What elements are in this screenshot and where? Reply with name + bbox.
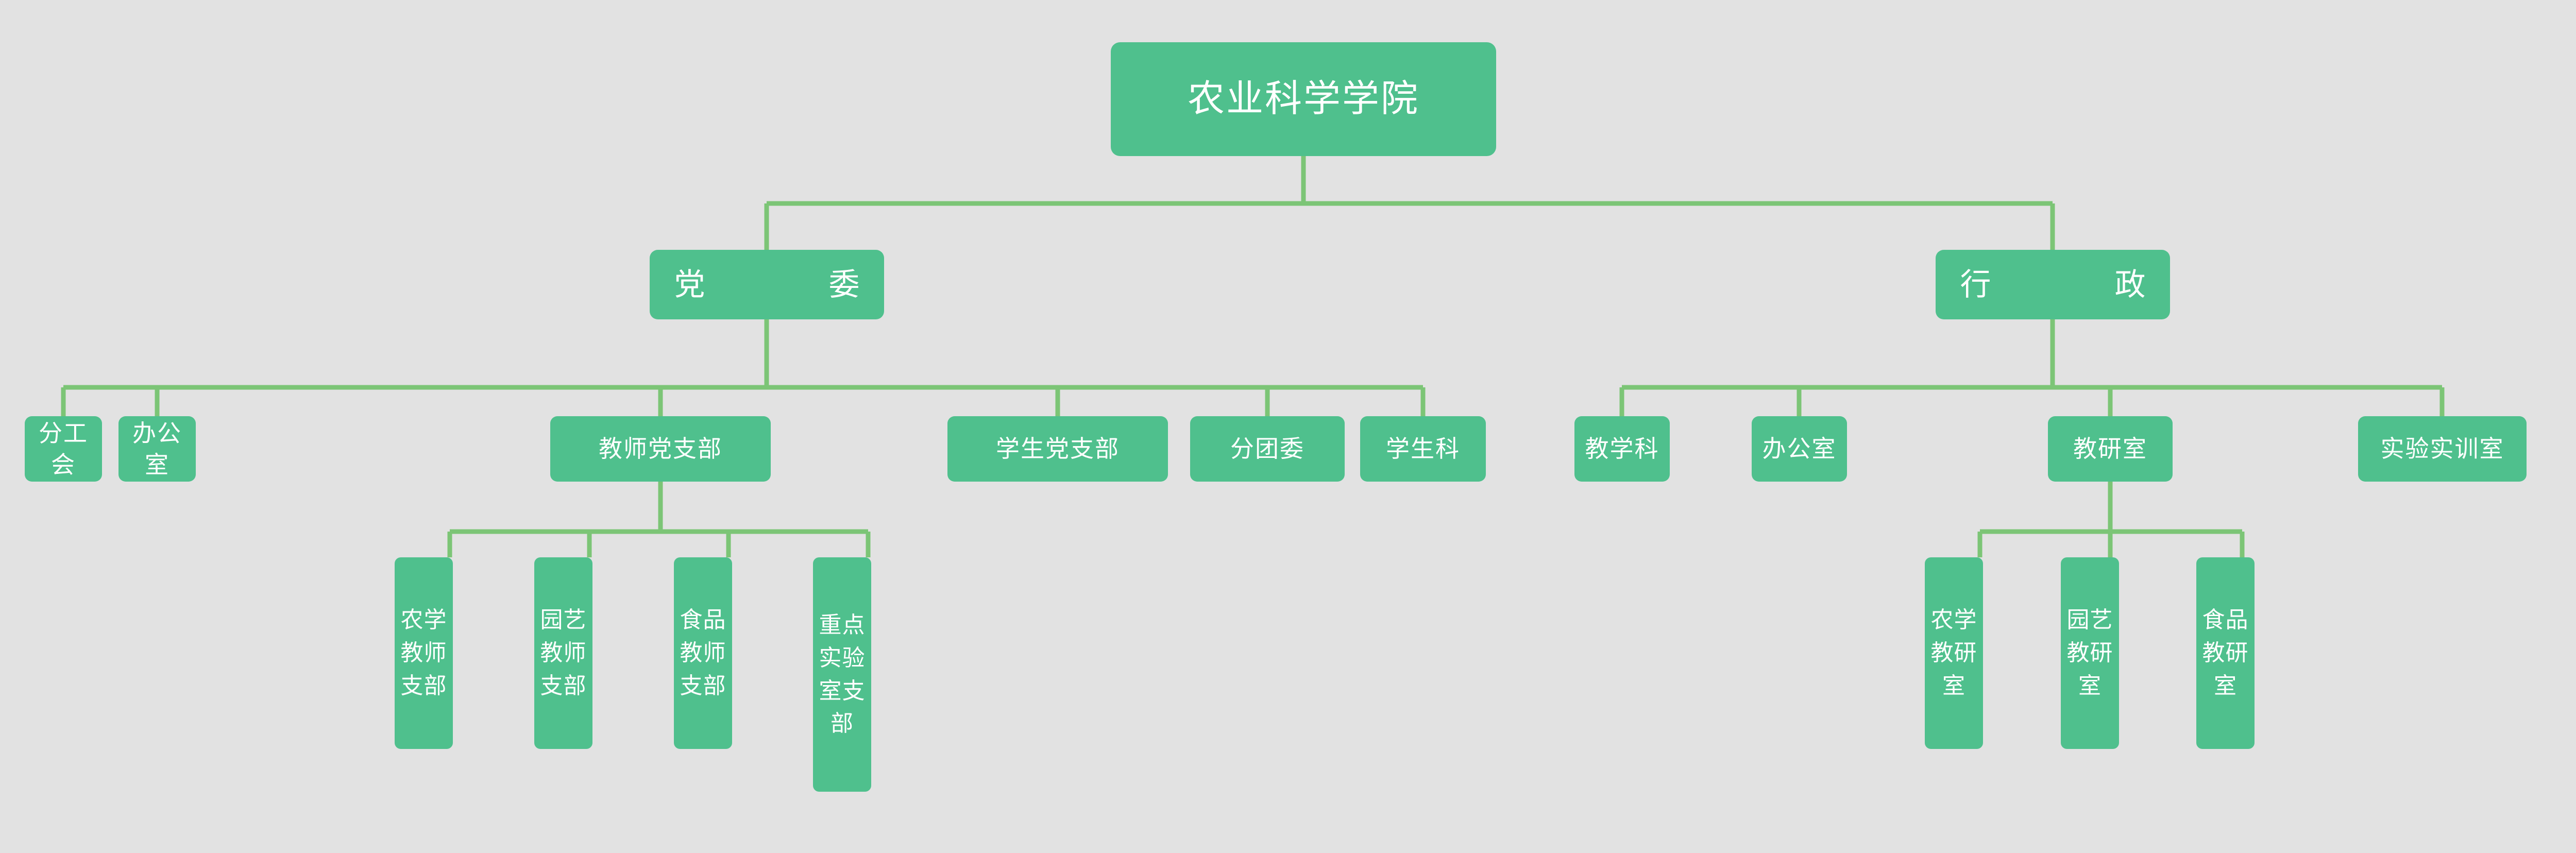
node-food-research-office[interactable]: 食品教研室 xyxy=(2196,557,2255,749)
node-youth-league-label: 分团委 xyxy=(1230,435,1304,463)
node-food-research-office-label: 食品教研室 xyxy=(2202,607,2249,698)
node-agronomy-research-office-label: 农学教研室 xyxy=(1930,607,1977,698)
node-labor-union-label: 分工会 xyxy=(39,419,88,478)
node-lab-training-room-label: 实验实训室 xyxy=(2380,435,2504,463)
node-agronomy-teacher-branch[interactable]: 农学教师支部 xyxy=(395,557,453,749)
node-lab-training-room[interactable]: 实验实训室 xyxy=(2358,416,2527,482)
node-key-lab-branch-label: 重点实验室支部 xyxy=(819,612,866,737)
node-labor-union[interactable]: 分工会 xyxy=(25,416,102,482)
node-student-affairs-label: 学生科 xyxy=(1386,435,1460,463)
node-key-lab-branch[interactable]: 重点实验室支部 xyxy=(813,557,871,792)
node-student-party-branch-label: 学生党支部 xyxy=(996,435,1120,463)
node-agronomy-teacher-branch-label: 农学教师支部 xyxy=(400,607,447,698)
node-party-office[interactable]: 办公室 xyxy=(118,416,196,482)
node-horticulture-teacher-branch-label: 园艺教师支部 xyxy=(540,607,587,698)
node-research-office[interactable]: 教研室 xyxy=(2048,416,2173,482)
node-admin-office[interactable]: 办公室 xyxy=(1752,416,1847,482)
node-teacher-party-branch-label: 教师党支部 xyxy=(599,435,722,463)
node-research-office-label: 教研室 xyxy=(2073,435,2147,463)
node-horticulture-teacher-branch[interactable]: 园艺教师支部 xyxy=(534,557,592,749)
node-party-committee[interactable]: 党 委 xyxy=(650,250,884,319)
node-root[interactable]: 农业科学学院 xyxy=(1111,42,1496,156)
node-agronomy-research-office[interactable]: 农学教研室 xyxy=(1925,557,1983,749)
node-administration[interactable]: 行 政 xyxy=(1936,250,2170,319)
node-administration-label: 行 政 xyxy=(1960,267,2166,302)
node-food-teacher-branch[interactable]: 食品教师支部 xyxy=(674,557,732,749)
node-teacher-party-branch[interactable]: 教师党支部 xyxy=(550,416,771,482)
node-root-label: 农业科学学院 xyxy=(1187,78,1419,120)
node-teaching-affairs-label: 教学科 xyxy=(1585,435,1659,463)
node-horticulture-research-office[interactable]: 园艺教研室 xyxy=(2061,557,2119,749)
node-student-party-branch[interactable]: 学生党支部 xyxy=(947,416,1168,482)
node-admin-office-label: 办公室 xyxy=(1762,435,1837,463)
node-teaching-affairs[interactable]: 教学科 xyxy=(1574,416,1670,482)
node-party-committee-label: 党 委 xyxy=(674,267,880,302)
node-food-teacher-branch-label: 食品教师支部 xyxy=(680,607,726,698)
node-student-affairs[interactable]: 学生科 xyxy=(1360,416,1486,482)
node-horticulture-research-office-label: 园艺教研室 xyxy=(2066,607,2113,698)
node-party-office-label: 办公室 xyxy=(132,419,182,478)
node-youth-league[interactable]: 分团委 xyxy=(1190,416,1345,482)
